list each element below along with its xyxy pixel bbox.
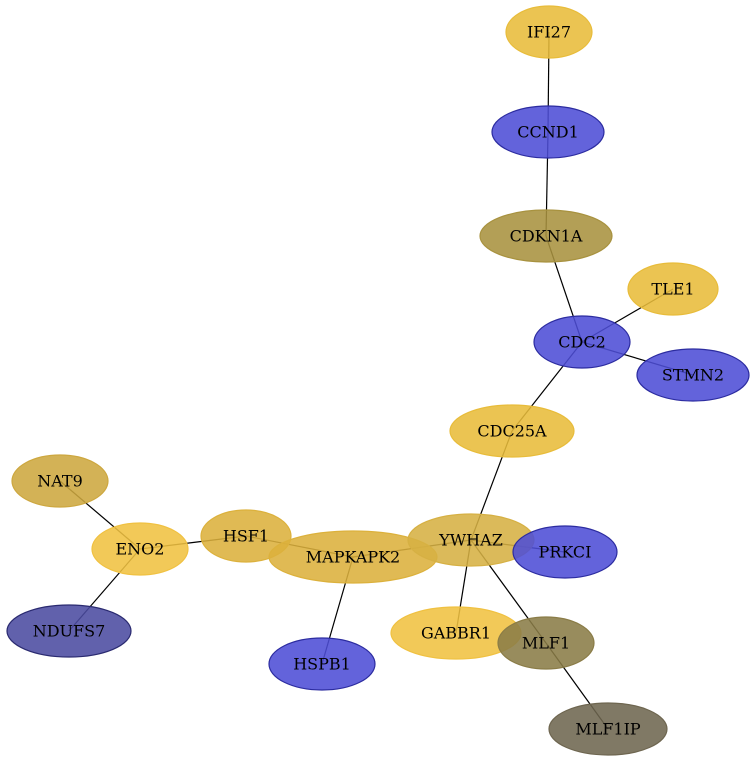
node-ellipse — [268, 637, 376, 691]
node-ellipse — [91, 522, 189, 576]
node-label: IFI27 — [527, 23, 571, 42]
node-ellipse — [11, 454, 109, 508]
node-ywhaz[interactable]: YWHAZ — [407, 513, 535, 567]
node-label: ENO2 — [116, 540, 165, 559]
node-gabbr1[interactable]: GABBR1 — [390, 606, 522, 660]
node-stmn2[interactable]: STMN2 — [636, 348, 750, 402]
node-ellipse — [491, 105, 605, 159]
node-tle1[interactable]: TLE1 — [627, 262, 719, 316]
node-label: CDKN1A — [510, 227, 583, 246]
node-label: NAT9 — [37, 472, 83, 491]
node-ifi27[interactable]: IFI27 — [505, 5, 593, 59]
node-prkci[interactable]: PRKCI — [512, 525, 618, 579]
node-ellipse — [627, 262, 719, 316]
node-label: STMN2 — [662, 366, 724, 385]
node-cdc2[interactable]: CDC2 — [533, 315, 631, 369]
node-label: YWHAZ — [438, 531, 503, 550]
node-label: NDUFS7 — [33, 622, 106, 641]
node-label: MAPKAPK2 — [306, 548, 400, 567]
node-label: TLE1 — [651, 280, 694, 299]
node-mlf1ip[interactable]: MLF1IP — [548, 702, 668, 756]
node-nat9[interactable]: NAT9 — [11, 454, 109, 508]
node-ellipse — [200, 509, 292, 563]
node-ellipse — [479, 209, 613, 263]
node-label: HSPB1 — [293, 655, 351, 674]
node-cdc25a[interactable]: CDC25A — [449, 404, 575, 458]
node-ellipse — [636, 348, 750, 402]
node-ndufs7[interactable]: NDUFS7 — [6, 604, 132, 658]
node-ellipse — [505, 5, 593, 59]
node-eno2[interactable]: ENO2 — [91, 522, 189, 576]
node-label: MLF1IP — [575, 720, 641, 739]
node-ellipse — [497, 616, 595, 670]
node-label: CDC2 — [558, 333, 606, 352]
node-label: CCND1 — [517, 123, 579, 142]
node-mapkapk2[interactable]: MAPKAPK2 — [268, 530, 438, 584]
node-label: CDC25A — [477, 422, 547, 441]
node-ellipse — [548, 702, 668, 756]
node-label: PRKCI — [539, 543, 592, 562]
node-ellipse — [512, 525, 618, 579]
node-hspb1[interactable]: HSPB1 — [268, 637, 376, 691]
node-cdkn1a[interactable]: CDKN1A — [479, 209, 613, 263]
node-label: HSF1 — [223, 527, 269, 546]
node-label: MLF1 — [522, 634, 570, 653]
node-hsf1[interactable]: HSF1 — [200, 509, 292, 563]
node-label: GABBR1 — [421, 624, 491, 643]
node-ellipse — [449, 404, 575, 458]
node-ellipse — [533, 315, 631, 369]
node-ellipse — [6, 604, 132, 658]
node-ccnd1[interactable]: CCND1 — [491, 105, 605, 159]
node-mlf1[interactable]: MLF1 — [497, 616, 595, 670]
